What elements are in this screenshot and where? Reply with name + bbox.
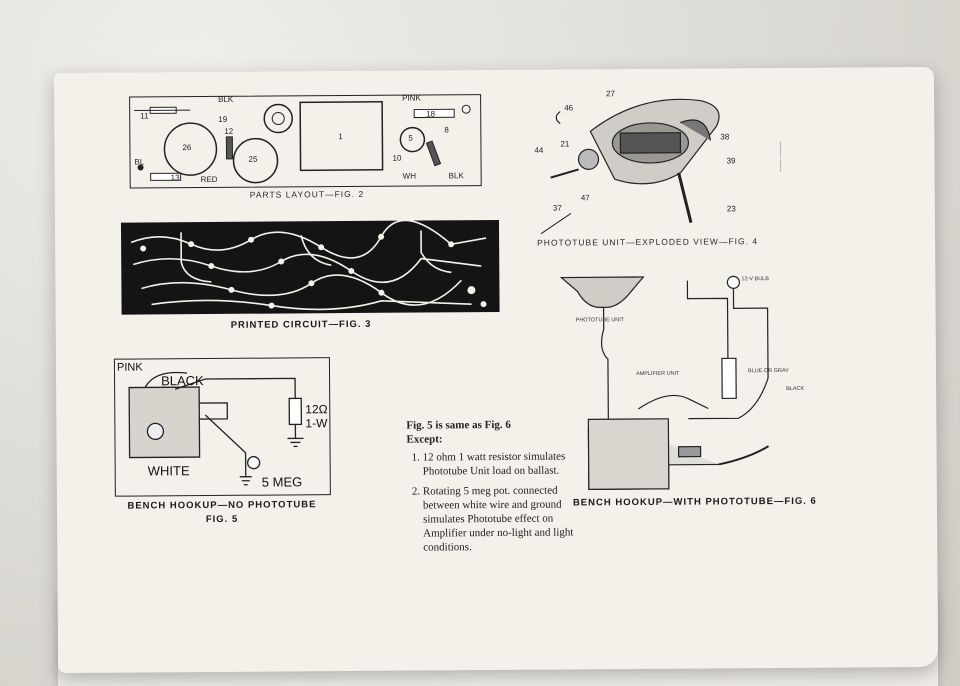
label-38: 38 — [720, 132, 730, 142]
caption-fig6: BENCH HOOKUP—WITH PHOTOTUBE—FIG. 6 — [572, 495, 817, 509]
label-red: RED — [200, 174, 218, 185]
label-47: 47 — [580, 193, 590, 203]
bench-hookup-schematic — [128, 371, 304, 486]
label-19: 19 — [218, 114, 228, 124]
label-white: WHITE — [147, 463, 190, 479]
label-44: 44 — [534, 145, 544, 155]
bench-hookup-no-phototube-diagram: PINK BLACK WHITE 12Ω 1-W 5 MEG — [113, 357, 331, 497]
manual-page: BLK PINK 11 19 12 26 25 1 18 8 5 10 BL 1… — [53, 66, 939, 674]
label-18: 18 — [426, 109, 436, 119]
label-black-wire: BLACK — [786, 385, 805, 392]
label-resistor-12ohm: 12Ω — [305, 402, 328, 417]
caption-fig5-line2: FIG. 5 — [205, 513, 239, 526]
printed-circuit-traces — [130, 219, 487, 311]
label-8: 8 — [444, 125, 449, 135]
caption-fig5-line1: BENCH HOOKUP—NO PHOTOTUBE — [127, 499, 317, 512]
label-1: 1 — [338, 132, 343, 142]
label-blk-top: BLK — [218, 94, 234, 104]
label-black: BLACK — [161, 373, 204, 389]
parts-layout-drawing — [134, 101, 471, 184]
label-wh: WH — [402, 171, 417, 181]
caption-fig2: PARTS LAYOUT—FIG. 2 — [249, 188, 365, 200]
label-25: 25 — [248, 154, 258, 164]
label-13: 13 — [170, 173, 180, 183]
printed-circuit-diagram — [120, 219, 500, 315]
bleed-through-text — [845, 248, 846, 448]
label-27: 27 — [606, 89, 616, 99]
label-amplifier-unit: AMPLIFIER UNIT — [636, 370, 680, 378]
label-blk-bottom: BLK — [448, 171, 464, 181]
page-side-margin-text: ~~~~ ~~~~~ — [778, 141, 785, 173]
parts-layout-diagram: BLK PINK 11 19 12 26 25 1 18 8 5 10 BL 1… — [129, 93, 482, 189]
label-11: 11 — [140, 111, 149, 121]
label-blue-or-gray: BLUE OR GRAY — [747, 367, 789, 375]
label-1w: 1-W — [305, 416, 328, 431]
label-10: 10 — [392, 153, 402, 163]
bench-hookup-with-phototube-diagram — [559, 275, 770, 490]
label-39: 39 — [726, 156, 736, 166]
label-46: 46 — [564, 103, 574, 113]
label-bl: BL — [134, 157, 145, 167]
caption-fig4: PHOTOTUBE UNIT—EXPLODED VIEW—FIG. 4 — [537, 236, 759, 248]
label-pink: PINK — [402, 93, 421, 103]
label-23: 23 — [726, 204, 736, 214]
label-5: 5 — [408, 133, 413, 143]
label-12v-bulb: 12-V BULB — [741, 276, 769, 283]
label-pink: PINK — [116, 361, 143, 374]
phototube-exploded-view — [540, 98, 720, 235]
label-21: 21 — [560, 139, 570, 149]
label-26: 26 — [182, 143, 192, 153]
label-37: 37 — [552, 203, 562, 213]
label-5-meg: 5 MEG — [261, 474, 303, 490]
label-phototube-unit: PHOTOTUBE UNIT — [575, 317, 625, 324]
label-12: 12 — [224, 126, 234, 136]
caption-fig3: PRINTED CIRCUIT—FIG. 3 — [230, 318, 372, 331]
